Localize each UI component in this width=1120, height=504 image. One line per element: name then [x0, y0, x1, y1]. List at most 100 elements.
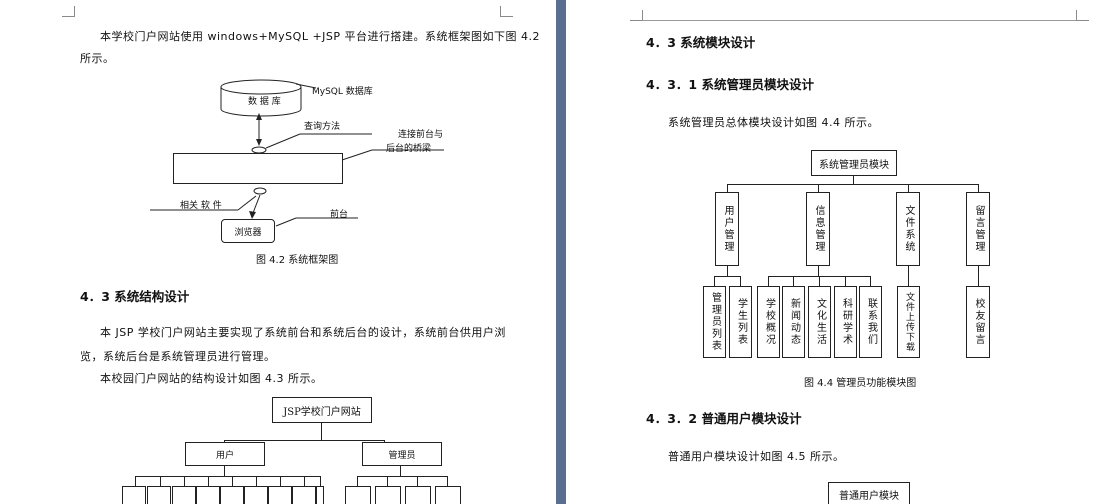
structure-leaf-box	[244, 486, 268, 504]
structure-leaf-box	[172, 486, 196, 504]
user-root-box: 普通用户模块	[828, 482, 910, 504]
paragraph-structure-line: 本校园门户网站的结构设计如图 4.3 所示。	[100, 372, 323, 385]
connector-line	[818, 184, 819, 192]
connector-line	[160, 476, 161, 486]
admin-root-box: 系统管理员模块	[811, 150, 897, 176]
leaf-contact-us: 联系我们	[859, 286, 882, 358]
figure-caption: 图 4.4 管理员功能模块图	[804, 378, 917, 389]
structure-leaf-box	[220, 486, 244, 504]
connector-line	[727, 184, 978, 185]
structure-leaf-box	[345, 486, 371, 504]
leaf-student-list: 学生列表	[729, 286, 752, 358]
structure-leaf-box	[435, 486, 461, 504]
subsection-heading: 4．3．2 普通用户模块设计	[646, 411, 802, 426]
connector-line	[853, 176, 854, 184]
margin-corner-mark	[1076, 10, 1089, 21]
module-info-management: 信息管理	[806, 192, 830, 266]
connector-line	[387, 476, 388, 486]
connector-line	[256, 476, 257, 486]
margin-corner-mark	[62, 6, 75, 17]
connector-line	[793, 276, 794, 286]
subsection-heading: 4．3．1 系统管理员模块设计	[646, 77, 814, 92]
leaf-file-upload-download: 文件上传下载	[897, 286, 920, 358]
document-page-right: 4．3 系统模块设计 4．3．1 系统管理员模块设计 系统管理员总体模块设计如图…	[566, 0, 1120, 504]
connector-line	[280, 476, 281, 486]
paragraph-structure-line: 览，系统后台是系统管理员进行管理。	[80, 350, 276, 363]
paragraph-structure-line: 本 JSP 学校门户网站主要实现了系统前台和系统后台的设计，系统前台供用户浏	[100, 326, 506, 339]
header-rule	[642, 20, 1076, 21]
browser-label: 浏览器	[234, 227, 262, 238]
connector-line	[135, 476, 136, 486]
frontend-label: 前台	[330, 210, 349, 220]
connector-line	[304, 476, 305, 486]
connector-line	[714, 276, 715, 286]
connector-line	[224, 466, 225, 476]
leaf-school-overview: 学校概况	[757, 286, 780, 358]
connector-line	[740, 276, 741, 286]
admin-root-label: 系统管理员模块	[819, 159, 889, 171]
connector-line	[447, 476, 448, 486]
module-user-management: 用户管理	[715, 192, 739, 266]
structure-leaf-box	[316, 486, 324, 504]
structure-root-box: JSP学校门户网站	[272, 397, 372, 423]
connector-line	[845, 276, 846, 286]
database-label: 数 据 库	[248, 97, 281, 107]
structure-leaf-box	[292, 486, 316, 504]
figure-caption: 图 4.2 系统框架图	[256, 255, 339, 266]
connector-line	[357, 476, 358, 486]
structure-leaf-box	[147, 486, 171, 504]
leaf-alumni-messages: 校友留言	[966, 286, 990, 358]
section-heading: 4．3 系统结构设计	[80, 289, 190, 304]
related-software-label: 相关 软 件	[180, 201, 222, 211]
connector-line	[768, 276, 769, 286]
connector-line	[818, 266, 819, 276]
connector-line	[184, 476, 185, 486]
structure-leaf-box	[375, 486, 401, 504]
connector-line	[714, 276, 740, 277]
user-root-label: 普通用户模块	[839, 491, 899, 502]
leaf-research: 科研学术	[834, 286, 857, 358]
leaf-admin-list: 管理员列表	[703, 286, 726, 358]
connector-line	[320, 476, 321, 486]
module-file-system: 文件系统	[896, 192, 920, 266]
paragraph-user: 普通用户模块设计如图 4.5 所示。	[668, 450, 845, 463]
connector-line	[727, 184, 728, 192]
middleware-box	[173, 153, 343, 184]
framework-diagram-lines	[150, 79, 444, 227]
document-page-left: 本学校门户网站使用 windows+MySQL +JSP 平台进行搭建。系统框架…	[0, 0, 556, 504]
connector-line	[978, 184, 979, 192]
connector-line	[208, 476, 209, 486]
connector-line	[727, 266, 728, 276]
paragraph-intro-line: 本学校门户网站使用 windows+MySQL +JSP 平台进行搭建。系统框架…	[100, 30, 541, 43]
margin-corner-mark	[500, 6, 513, 17]
section-heading: 4．3 系统模块设计	[646, 35, 756, 50]
query-method-label: 查询方法	[304, 122, 341, 132]
connector-line	[384, 440, 385, 442]
bridge-label: 后台的桥梁	[386, 144, 432, 154]
structure-leaf-box	[122, 486, 146, 504]
connector-line	[417, 476, 418, 486]
margin-corner-mark	[630, 10, 643, 21]
connector-line	[870, 276, 871, 286]
connector-line	[224, 440, 384, 441]
leaf-culture-life: 文化生活	[808, 286, 831, 358]
bridge-label: 连接前台与	[398, 130, 444, 140]
browser-box: 浏览器	[221, 219, 275, 243]
structure-user-label: 用户	[215, 450, 234, 461]
structure-leaf-box	[268, 486, 292, 504]
connector-line	[232, 476, 233, 486]
mysql-label: MySQL 数据库	[312, 87, 373, 97]
connector-line	[978, 266, 979, 286]
module-message-management: 留言管理	[966, 192, 990, 266]
connector-line	[135, 476, 320, 477]
structure-admin-label: 管理员	[388, 450, 416, 461]
connector-line	[819, 276, 820, 286]
structure-admin-box: 管理员	[362, 442, 442, 466]
paragraph-intro-line: 所示。	[80, 52, 115, 65]
connector-line	[908, 266, 909, 286]
paragraph-admin: 系统管理员总体模块设计如图 4.4 所示。	[668, 116, 879, 129]
connector-line	[224, 440, 225, 442]
leaf-news: 新闻动态	[782, 286, 805, 358]
connector-line	[321, 423, 322, 440]
structure-leaf-box	[196, 486, 220, 504]
